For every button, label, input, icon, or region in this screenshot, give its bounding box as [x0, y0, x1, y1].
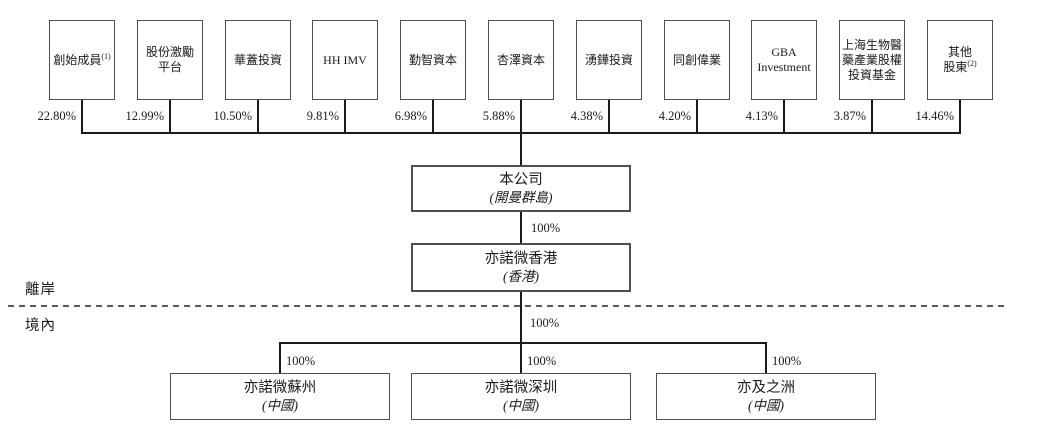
shareholder-name: HH IMV: [323, 52, 367, 67]
region-label-onshore: 境內: [25, 318, 56, 334]
ownership-label-company-hk: 100%: [531, 221, 561, 235]
hk-subsidiary-jurisdiction: (香港): [503, 269, 539, 284]
connector-stub: [871, 100, 873, 133]
shareholder-box-4: HH IMV: [312, 20, 378, 100]
shareholder-box-7: 湧鏵投資: [576, 20, 642, 100]
shareholder-name: 藥產業股權: [841, 52, 902, 67]
ownership-percentage: 4.38%: [570, 109, 603, 123]
connector-stub: [783, 100, 785, 133]
offshore-onshore-divider: [8, 305, 1007, 307]
ownership-percentage: 6.98%: [394, 109, 427, 123]
shareholder-box-3: 華蓋投資: [225, 20, 291, 100]
shareholder-name: GBA: [771, 45, 797, 59]
footnote-marker: (1): [101, 51, 111, 61]
subsidiary-jurisdiction: (中國): [262, 398, 298, 413]
connector-stub: [608, 100, 610, 133]
shareholder-box-6: 杏澤資本: [488, 20, 554, 100]
ownership-label-subsidiary: 100%: [286, 354, 316, 368]
ownership-percentage: 5.88%: [482, 109, 515, 123]
connector-stub: [432, 100, 434, 133]
connector-stub: [257, 100, 259, 133]
shareholder-name: 上海生物醫: [841, 37, 902, 52]
ownership-percentage: 22.80%: [37, 109, 76, 123]
shareholder-name: 平台: [157, 60, 182, 74]
connector-stub: [169, 100, 171, 133]
connector-stub: [344, 100, 346, 133]
ownership-percentage: 14.46%: [915, 109, 954, 123]
region-label-offshore: 離岸: [25, 282, 56, 298]
connector-bus-top: [81, 132, 961, 134]
ownership-percentage: 10.50%: [213, 109, 252, 123]
subsidiary-box-2: 亦諾微深圳 (中國): [411, 373, 631, 420]
connector-stub: [279, 344, 281, 373]
footnote-marker: (2): [967, 59, 977, 68]
shareholder-name: 華蓋投資: [233, 52, 282, 67]
shareholder-name: 同創偉業: [672, 52, 721, 67]
ownership-percentage: 9.81%: [306, 109, 339, 123]
subsidiary-name: 亦諾微深圳: [484, 380, 558, 396]
shareholder-name: 勤智資本: [408, 52, 457, 67]
connector-hk-to-onshore: [520, 292, 522, 342]
connector-stub: [81, 100, 83, 133]
connector-stub: [696, 100, 698, 133]
connector-stub: [959, 100, 961, 133]
company-name: 本公司: [499, 172, 543, 188]
shareholder-name: 其他: [947, 45, 972, 59]
company-jurisdiction: (開曼群島): [489, 190, 553, 205]
shareholder-name: 投資基金: [847, 67, 896, 82]
connector-stub: [765, 344, 767, 373]
subsidiary-jurisdiction: (中國): [748, 398, 784, 413]
ownership-percentage: 4.13%: [745, 109, 778, 123]
connector-company-to-hk: [520, 212, 522, 243]
connector-stub: [520, 100, 522, 133]
ownership-percentage: 12.99%: [125, 109, 164, 123]
hk-subsidiary-name: 亦諾微香港: [484, 251, 558, 267]
shareholder-name: 創始成員(1): [53, 51, 111, 67]
subsidiary-name: 亦及之洲: [737, 380, 795, 396]
connector-stub: [520, 344, 522, 373]
shareholder-name: 杏澤資本: [496, 52, 545, 67]
connector-drop-to-company: [520, 134, 522, 165]
shareholder-name: 湧鏵投資: [584, 52, 633, 67]
ownership-label-subsidiary: 100%: [527, 354, 557, 368]
shareholder-box-2: 股份激勵平台: [137, 20, 203, 100]
ownership-label-hk-onshore: 100%: [530, 316, 560, 330]
shareholder-box-8: 同創偉業: [664, 20, 730, 100]
company-box: 本公司 (開曼群島): [411, 165, 631, 212]
shareholder-box-10: 上海生物醫藥產業股權投資基金: [839, 20, 905, 100]
ownership-percentage: 4.20%: [658, 109, 691, 123]
ownership-percentage: 3.87%: [833, 109, 866, 123]
hk-subsidiary-box: 亦諾微香港 (香港): [411, 243, 631, 292]
shareholder-box-1: 創始成員(1): [49, 20, 115, 100]
subsidiary-jurisdiction: (中國): [503, 398, 539, 413]
subsidiary-name: 亦諾微蘇州: [243, 380, 317, 396]
shareholder-name: Investment: [757, 60, 811, 74]
shareholder-name: 股東(2): [943, 59, 977, 75]
shareholder-box-5: 勤智資本: [400, 20, 466, 100]
subsidiary-box-3: 亦及之洲 (中國): [656, 373, 876, 420]
shareholder-box-11: 其他股東(2): [927, 20, 993, 100]
ownership-label-subsidiary: 100%: [772, 354, 802, 368]
shareholder-name: 股份激勵: [145, 45, 194, 59]
subsidiary-box-1: 亦諾微蘇州 (中國): [170, 373, 390, 420]
connector-bus-bottom: [279, 342, 767, 344]
